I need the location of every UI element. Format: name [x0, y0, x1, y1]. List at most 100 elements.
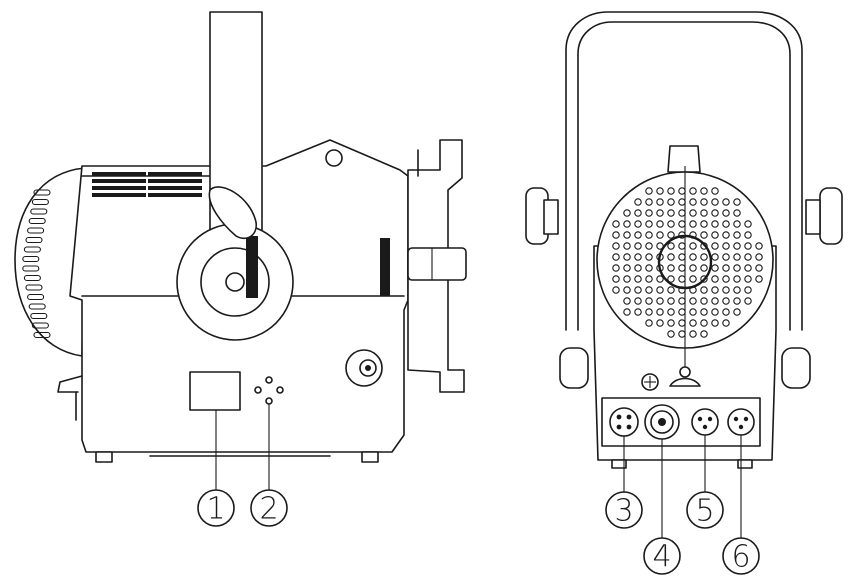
rear-vent-slot — [33, 331, 51, 339]
vent-hole — [722, 297, 730, 305]
vent-hole — [700, 187, 708, 195]
vent-hole — [755, 275, 763, 283]
vent-hole — [722, 198, 730, 206]
vent-hole — [656, 198, 664, 206]
callout-1-label: 1 — [206, 492, 225, 527]
rear-vent-slot — [28, 217, 46, 225]
vent-hole — [645, 198, 653, 206]
vent-hole — [645, 286, 653, 294]
front-handle — [407, 247, 467, 281]
vent-hole — [623, 242, 631, 250]
vent-hole — [722, 231, 730, 239]
vent-hole — [667, 253, 675, 261]
vent-hole — [656, 275, 664, 283]
vent-hole — [623, 275, 631, 283]
vent-hole — [733, 308, 741, 316]
vent-hole — [711, 286, 719, 294]
vent-hole — [634, 231, 642, 239]
rear-vent-slot — [25, 284, 43, 291]
vent-hole — [744, 286, 752, 294]
callout-4-label: 4 — [652, 540, 671, 575]
connector-3 — [609, 407, 639, 437]
vent-hole — [722, 264, 730, 272]
vent-hole — [689, 209, 697, 217]
callout-6: 6 — [722, 537, 760, 575]
vent-hole — [689, 187, 697, 195]
vent-hole — [634, 209, 642, 217]
vent-hole — [634, 198, 642, 206]
foot-right — [737, 459, 753, 469]
rear-vent-slot — [22, 255, 40, 263]
vent-hole — [711, 297, 719, 305]
safety-loop — [669, 377, 701, 387]
vent-hole — [645, 253, 653, 261]
vent-hole — [689, 275, 697, 283]
vent-hole — [700, 275, 708, 283]
vent-hole — [744, 231, 752, 239]
vent-hole — [634, 253, 642, 261]
vent-hole — [645, 297, 653, 305]
vent-hole — [700, 253, 708, 261]
vent-hole — [722, 220, 730, 228]
vent-hole — [689, 308, 697, 316]
rear-vent-slot — [25, 236, 43, 244]
vent-hole — [623, 209, 631, 217]
vent-hole — [744, 253, 752, 261]
vent-hole — [645, 242, 653, 250]
vent-hole — [623, 286, 631, 294]
vent-hole — [645, 209, 653, 217]
vent-hole — [689, 319, 697, 327]
vent-hole — [645, 275, 653, 283]
vent-hole — [689, 297, 697, 305]
rear-vent-slot — [23, 246, 41, 253]
vent-hole — [612, 264, 620, 272]
vent-hole — [711, 308, 719, 316]
vent-hole — [711, 275, 719, 283]
vent-hole — [689, 253, 697, 261]
vent-hole — [700, 198, 708, 206]
vent-hole — [667, 286, 675, 294]
vent-hole — [755, 253, 763, 261]
vent-hole — [744, 264, 752, 272]
vent-hole — [634, 286, 642, 294]
callout-1: 1 — [197, 489, 235, 527]
vent-hole — [722, 275, 730, 283]
top-vent-slot — [92, 186, 146, 190]
top-lug — [325, 149, 343, 167]
vent-hole — [700, 330, 708, 338]
vent-hole — [667, 187, 675, 195]
vent-hole — [711, 220, 719, 228]
vent-hole — [689, 330, 697, 338]
vent-hole — [623, 264, 631, 272]
rear-view — [525, 11, 843, 469]
vent-hole — [733, 253, 741, 261]
rear-vent-slot — [31, 322, 49, 329]
lock-knob — [208, 186, 257, 240]
vent-holes — [612, 187, 763, 338]
vent-hole — [722, 253, 730, 261]
vent-hole — [722, 319, 730, 327]
vent-hole — [744, 220, 752, 228]
vent-hole — [634, 220, 642, 228]
vent-hole — [700, 220, 708, 228]
foot-left — [95, 451, 113, 463]
side-grip — [380, 238, 390, 296]
rear-vent-slot — [33, 189, 51, 196]
rear-vent-slot — [30, 312, 48, 320]
callout-2: 2 — [250, 489, 288, 527]
vent-hole — [623, 297, 631, 305]
callout-leaders — [215, 404, 742, 538]
vent-hole — [733, 220, 741, 228]
vent-hole — [645, 308, 653, 316]
vent-hole — [656, 231, 664, 239]
vent-hole — [711, 231, 719, 239]
foot-right — [361, 451, 379, 463]
vent-hole — [744, 297, 752, 305]
top-vent-slot — [148, 172, 202, 176]
vent-hole — [656, 187, 664, 195]
vent-hole — [700, 209, 708, 217]
vent-hole — [667, 231, 675, 239]
vent-hole — [722, 209, 730, 217]
cable-left — [57, 375, 83, 393]
